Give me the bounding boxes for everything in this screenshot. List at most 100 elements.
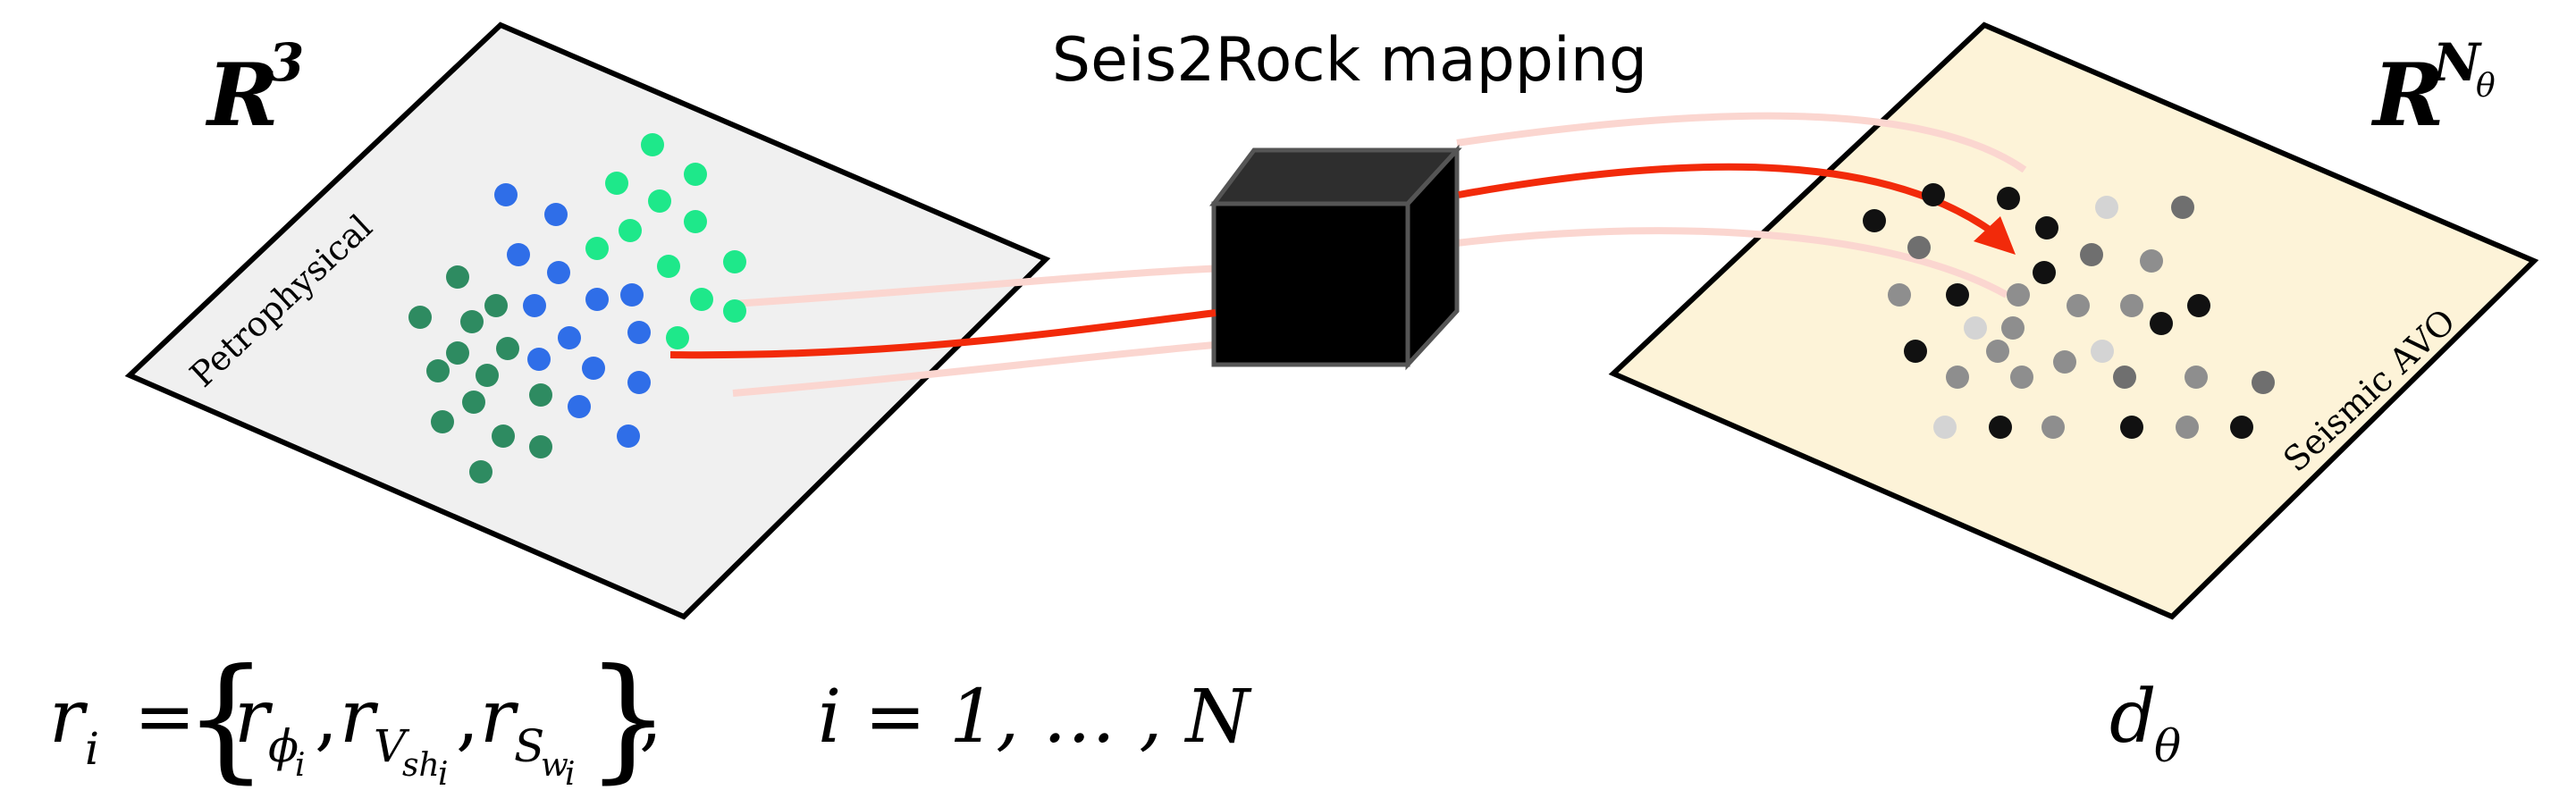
petrophysical-point — [585, 237, 609, 260]
petrophysical-point — [460, 310, 484, 333]
seismic-avo-point — [1863, 209, 1886, 232]
seismic-avo-point — [2080, 243, 2103, 266]
svg-text:i: i — [438, 756, 449, 790]
seismic-avo-point — [2041, 416, 2065, 439]
petrophysical-point — [585, 288, 609, 311]
svg-text:3: 3 — [268, 32, 304, 93]
petrophysical-point — [529, 435, 552, 458]
petrophysical-point — [484, 294, 508, 317]
seismic-avo-point — [2067, 294, 2090, 317]
faded-mapping-arrows — [732, 112, 2027, 397]
petrophysical-point — [619, 219, 642, 242]
petrophysical-point — [408, 306, 432, 329]
svg-text:θ: θ — [2476, 68, 2496, 105]
seismic-avo-point — [2120, 294, 2143, 317]
seismic-avo-point — [2176, 416, 2199, 439]
petrophysical-point — [684, 163, 707, 186]
seismic-avo-point — [1907, 236, 1931, 259]
petrophysical-point — [469, 460, 492, 483]
seismic-avo-point — [2187, 294, 2210, 317]
petrophysical-point — [620, 283, 644, 307]
svg-text:N: N — [2431, 32, 2482, 93]
svg-text:r: r — [480, 675, 519, 760]
petrophysical-point — [523, 294, 546, 317]
petrophysical-point — [666, 326, 689, 349]
seismic-avo-point — [1964, 316, 1987, 340]
petrophysical-point — [723, 299, 746, 323]
svg-text:V: V — [374, 720, 410, 772]
svg-text:=: = — [134, 675, 196, 760]
svg-text:ϕ: ϕ — [268, 720, 299, 772]
petrophysical-point — [476, 364, 499, 387]
svg-text:r: r — [234, 675, 274, 760]
svg-text:,: , — [639, 675, 662, 760]
seismic-avo-point — [1946, 283, 1969, 307]
petrophysical-point — [627, 321, 651, 344]
petrophysical-point — [529, 383, 552, 407]
svg-text:,: , — [315, 675, 338, 760]
seismic-avo-point — [2140, 249, 2163, 273]
petrophysical-point — [605, 172, 628, 195]
svg-text:,: , — [456, 675, 479, 760]
petrophysical-point — [496, 337, 519, 360]
mapping-arrow — [669, 163, 2016, 359]
svg-text:r: r — [49, 675, 88, 760]
petrophysical-point — [684, 210, 707, 233]
seismic-avo-point — [2010, 366, 2033, 389]
petrophysical-point — [558, 326, 581, 349]
petrophysical-points — [408, 133, 746, 483]
petrophysical-point — [462, 391, 485, 414]
seismic-avo-point — [1986, 340, 2009, 363]
petrophysical-point — [426, 359, 450, 382]
petrophysical-plane — [124, 21, 1051, 620]
seismic-avo-point — [2091, 340, 2114, 363]
seismic-avo-point — [1933, 416, 1957, 439]
seismic-avo-point — [2053, 350, 2076, 374]
svg-text:R: R — [2370, 45, 2445, 146]
svg-text:sh: sh — [402, 747, 440, 784]
svg-text:r: r — [340, 675, 379, 760]
svg-text:i: i — [565, 756, 576, 790]
petrophysical-point — [446, 265, 469, 289]
petrophysical-point — [547, 261, 570, 284]
seismic-avo-point — [2095, 196, 2118, 219]
seismic-avo-point — [1888, 283, 1911, 307]
petrophysical-point — [544, 203, 568, 226]
svg-text:S: S — [514, 720, 544, 772]
seismic-avo-point — [2113, 366, 2136, 389]
petrophysical-point — [648, 189, 671, 213]
seismic-avo-point — [2252, 371, 2275, 394]
petrophysical-point — [494, 183, 518, 206]
equation-rock-vector: r i = { r ϕ i , r V sh i , r S w i } , — [49, 641, 670, 790]
seismic-avo-point — [2230, 416, 2253, 439]
svg-text:}: } — [585, 641, 670, 790]
svg-text:θ: θ — [2154, 720, 2181, 772]
petrophysical-point — [690, 288, 713, 311]
seismic-avo-point — [1904, 340, 1927, 363]
petrophysical-point — [627, 371, 651, 394]
svg-text:i: i — [85, 723, 99, 775]
seismic-avo-point — [2007, 283, 2030, 307]
seismic-avo-point — [2033, 261, 2056, 284]
seismic-avo-point — [1922, 183, 1945, 206]
diagram-title: Seis2Rock mapping — [1052, 25, 1647, 96]
petrophysical-point — [507, 243, 530, 266]
petrophysical-point — [568, 395, 591, 418]
petrophysical-point — [617, 424, 640, 448]
petrophysical-point — [492, 424, 515, 448]
petrophysical-point — [723, 250, 746, 273]
seismic-avo-point — [2185, 366, 2208, 389]
svg-text:w: w — [541, 747, 568, 784]
right-space-label: R N θ — [2370, 32, 2496, 146]
seismic-avo-points — [1863, 183, 2275, 439]
left-space-label: R 3 — [205, 32, 304, 146]
petrophysical-point — [527, 348, 551, 371]
seismic-avo-point — [1997, 187, 2020, 210]
seismic-avo-point — [2001, 316, 2025, 340]
seis2rock-box — [1209, 144, 1462, 371]
petrophysical-point — [446, 341, 469, 365]
seismic-avo-point — [1946, 366, 1969, 389]
equation-index-range: i = 1, … , N — [818, 675, 1253, 760]
seismic-avo-point — [2171, 196, 2194, 219]
